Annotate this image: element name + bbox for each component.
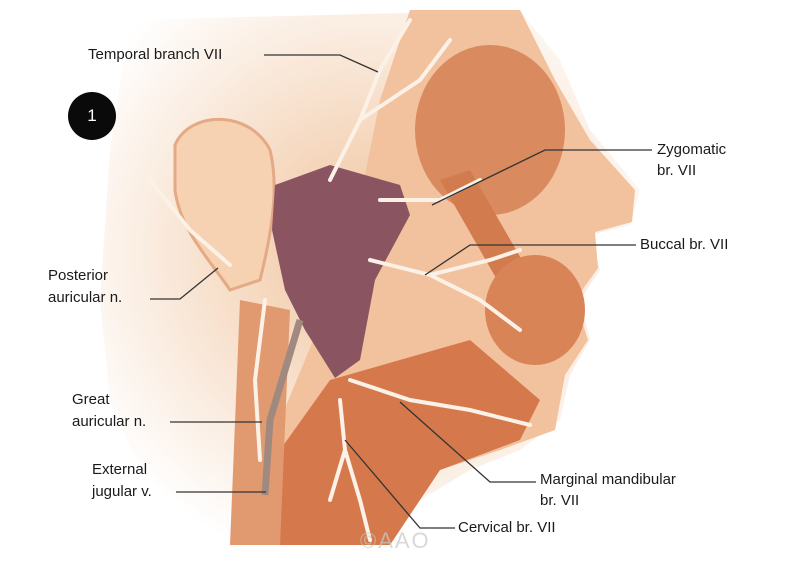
leader-lines (150, 54, 652, 529)
external-jugular-vein (261, 318, 304, 496)
label-great-auricular-line1: Great (72, 391, 110, 408)
label-posterior-auricular-line1: Posterior (48, 267, 109, 284)
ear (173, 117, 276, 292)
label-external-jugular-line2: jugular v. (92, 483, 152, 500)
label-external-jugular-line1: External (92, 461, 148, 478)
parotid-gland (272, 165, 410, 378)
label-marginal-mandibular-line1: Marginal mandibular (540, 471, 676, 488)
orbicularis-oculi-muscle (415, 45, 565, 215)
orbicularis-oris-muscle (485, 255, 585, 365)
label-marginal-mandibular-line2: br. VII (540, 492, 580, 509)
label-posterior-auricular-line2: auricular n. (48, 289, 123, 306)
label-zygomatic-line2: br. VII (657, 162, 697, 179)
label-zygomatic-line1: Zygomatic (657, 141, 727, 158)
label-buccal-branch: Buccal br. VII (640, 236, 729, 253)
facial-nerve-branches (148, 18, 532, 542)
label-cervical-branch: Cervical br. VII (458, 519, 556, 536)
label-great-auricular-line2: auricular n. (72, 413, 147, 430)
label-temporal-branch: Temporal branch VII (88, 46, 223, 63)
figure-number-badge: 1 (68, 92, 116, 140)
watermark: ©AAO (360, 528, 431, 553)
